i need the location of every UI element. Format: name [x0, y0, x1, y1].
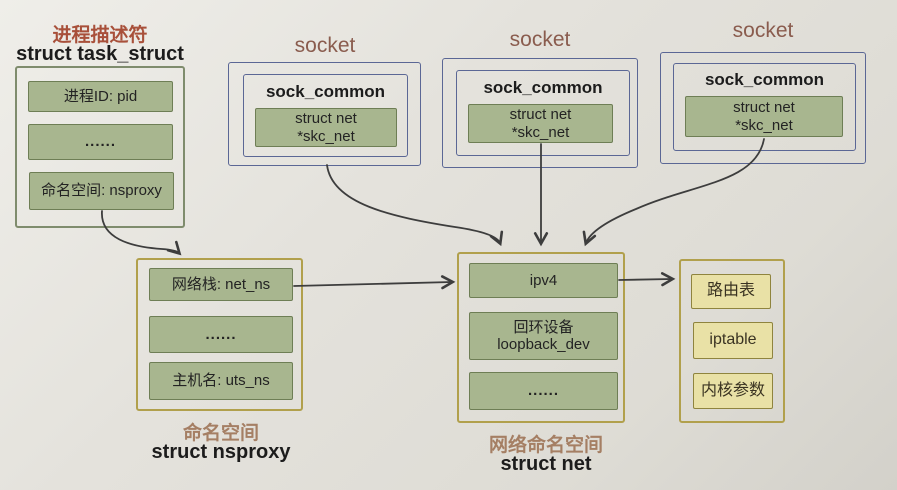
net-tables-box	[679, 259, 785, 423]
net-field-loopback: 回环设备 loopback_dev	[469, 312, 618, 360]
task-struct-label-cn: 进程描述符	[52, 25, 148, 46]
net-table-kernel-params: 内核参数	[693, 373, 773, 409]
net-table-iptable: iptable	[693, 322, 773, 359]
task-struct-field-pid: 进程ID: pid	[28, 81, 173, 112]
field-text: 内核参数	[700, 381, 765, 399]
field-text: 网络栈: net_ns	[171, 275, 271, 293]
socket3-title: socket	[732, 19, 794, 42]
task-struct-box	[15, 66, 185, 228]
field-text: 进程ID: pid	[63, 87, 138, 105]
socket1-skc-net-field: struct net *skc_net	[255, 108, 397, 147]
field-text-line2: loopback_dev	[497, 336, 590, 353]
field-text-line1: struct net	[509, 106, 572, 124]
net-field-ipv4: ipv4	[469, 263, 618, 298]
socket2-sock-common-label: sock_common	[483, 78, 603, 97]
socket1-sock-common-label: sock_common	[265, 82, 386, 101]
field-text-line2: *skc_net	[511, 123, 570, 141]
socket2-skc-net-field: struct net *skc_net	[468, 104, 613, 143]
nsproxy-field-uts-ns: 主机名: uts_ns	[149, 362, 293, 400]
field-text: ......	[84, 133, 116, 151]
nsproxy-box	[136, 258, 303, 411]
arrow-ipv4-to-tables	[618, 272, 676, 287]
field-text-line2: *skc_net	[297, 127, 355, 145]
net-field-ellipsis: ......	[469, 372, 618, 410]
arrow-netns-to-ipv4	[293, 275, 456, 290]
field-text-line1: struct net	[295, 110, 357, 128]
struct-net-box	[457, 252, 625, 423]
nsproxy-label-en: struct nsproxy	[151, 441, 291, 463]
socket1-title: socket	[294, 34, 356, 57]
socket1-sock-common-box	[243, 74, 408, 157]
field-text-line1: 回环设备	[513, 318, 574, 336]
task-struct-field-ellipsis: ......	[28, 124, 173, 160]
socket2-sock-common-box	[456, 70, 630, 156]
field-text: iptable	[709, 331, 757, 349]
nsproxy-field-net-ns: 网络栈: net_ns	[149, 268, 293, 301]
field-text: 命名空间: nsproxy	[41, 182, 162, 200]
nsproxy-field-ellipsis: ......	[149, 316, 293, 353]
net-table-routing: 路由表	[691, 274, 771, 309]
socket3-skc-net-field: struct net *skc_net	[685, 96, 843, 137]
field-text-line2: *skc_net	[735, 116, 793, 134]
task-struct-field-nsproxy: 命名空间: nsproxy	[29, 172, 174, 210]
field-text: ......	[527, 382, 559, 400]
field-text: ......	[205, 325, 237, 343]
socket3-sock-common-label: sock_common	[704, 70, 825, 89]
socket2-title: socket	[509, 28, 571, 51]
field-text-line1: struct net	[733, 99, 795, 117]
field-text: 路由表	[706, 282, 755, 300]
struct-net-label-cn: 网络命名空间	[488, 435, 603, 456]
field-text: 主机名: uts_ns	[172, 372, 270, 390]
arrow-socket1-to-net	[326, 164, 504, 247]
socket2-outer-box	[442, 58, 638, 168]
task-struct-label-en: struct task_struct	[16, 43, 184, 65]
struct-net-label-en: struct net	[500, 453, 592, 475]
nsproxy-label-cn: 命名空间	[182, 423, 259, 444]
socket1-outer-box	[228, 62, 421, 166]
field-text: ipv4	[529, 271, 558, 289]
